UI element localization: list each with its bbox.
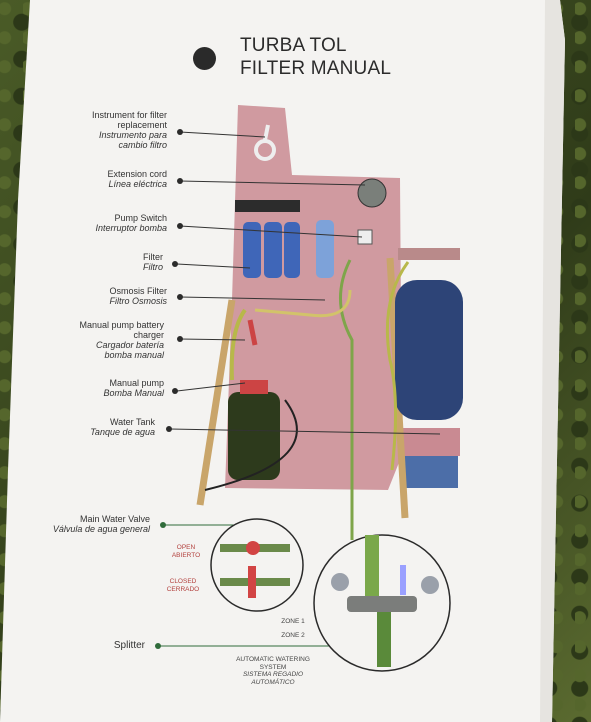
automatic-system-label: AUTOMATIC WATERING SYSTEM SISTEMA REGADI… <box>235 656 311 686</box>
valve-detail-circle <box>211 519 303 611</box>
valve-closed-en: CLOSED <box>162 578 204 586</box>
zone-1-label: ZONE 1 <box>276 618 310 626</box>
manual-title: TURBA TOL FILTER MANUAL <box>240 34 391 80</box>
label-switch-en: Pump Switch <box>114 213 167 223</box>
bullet-osmosis <box>177 294 183 300</box>
label-tank-es: Tanque de agua <box>70 427 155 437</box>
label-osmosis-en: Osmosis Filter <box>109 286 167 296</box>
valve-closed-handle <box>248 566 256 598</box>
automatic-es: SISTEMA REGADIO AUTOMÁTICO <box>235 671 311 686</box>
label-valve-en: Main Water Valve <box>80 514 150 524</box>
label-filter: Filter Filtro <box>80 252 163 272</box>
label-instrument: Instrument for filter replacement Instru… <box>80 110 167 150</box>
valve-open-handle <box>246 541 260 555</box>
label-charger-es: Cargador batería bomba manual <box>78 340 164 360</box>
label-main-valve: Main Water Valve Válvula de agua general <box>20 514 150 534</box>
label-valve-es: Válvula de agua general <box>20 524 150 534</box>
bullet-pump <box>172 388 178 394</box>
splitter-zone-pipe <box>400 565 406 595</box>
blue-box <box>400 456 458 488</box>
tank-base <box>400 428 460 456</box>
manual-pump <box>228 392 280 480</box>
title-line-2: FILTER MANUAL <box>240 57 391 80</box>
label-filter-en: Filter <box>143 252 163 262</box>
label-pump-es: Bomba Manual <box>80 388 164 398</box>
label-water-tank: Water Tank Tanque de agua <box>70 417 155 437</box>
label-osmosis-es: Filtro Osmosis <box>70 296 167 306</box>
label-pump-switch: Pump Switch Interruptor bomba <box>70 213 167 233</box>
label-manual-pump: Manual pump Bomba Manual <box>80 378 164 398</box>
label-switch-es: Interruptor bomba <box>70 223 167 233</box>
filter-2 <box>264 222 282 278</box>
filter-3 <box>284 222 300 278</box>
bullet-tank <box>166 426 172 432</box>
label-extension-es: Línea eléctrica <box>80 179 167 189</box>
bullet-filter <box>172 261 178 267</box>
splitter-zone2-cap <box>421 576 439 594</box>
label-instrument-es: Instrumento para cambio filtro <box>80 130 167 150</box>
valve-closed-es: CERRADO <box>162 586 204 594</box>
splitter-input-pipe <box>365 535 379 605</box>
label-extension-cord: Extension cord Línea eléctrica <box>80 169 167 189</box>
label-pump-en: Manual pump <box>109 378 164 388</box>
bullet-switch <box>177 223 183 229</box>
bullet-splitter <box>155 643 161 649</box>
valve-open-es: ABIERTO <box>168 552 204 560</box>
title-line-1: TURBA TOL <box>240 34 391 57</box>
extension-cord-socket <box>358 179 386 207</box>
splitter-body <box>347 596 417 612</box>
title-dot <box>193 47 216 70</box>
label-extension-en: Extension cord <box>107 169 167 179</box>
valve-open-en: OPEN <box>168 544 204 552</box>
label-tank-en: Water Tank <box>110 417 155 427</box>
filter-header <box>235 200 300 212</box>
bullet-charger <box>177 336 183 342</box>
shelf <box>398 248 460 260</box>
label-osmosis: Osmosis Filter Filtro Osmosis <box>70 286 167 306</box>
osmosis-filter <box>316 220 334 278</box>
zone-2-label: ZONE 2 <box>276 632 310 640</box>
bullet-instrument <box>177 129 183 135</box>
valve-closed-label: CLOSED CERRADO <box>162 578 204 593</box>
bullet-valve <box>160 522 166 528</box>
bullet-extension <box>177 178 183 184</box>
water-tank <box>395 280 463 420</box>
splitter-output-pipe <box>377 612 391 667</box>
label-instrument-en: Instrument for filter replacement <box>92 110 167 130</box>
valve-open-label: OPEN ABIERTO <box>168 544 204 559</box>
splitter-zone1-cap <box>331 573 349 591</box>
label-battery-charger: Manual pump battery charger Cargador bat… <box>78 320 164 360</box>
label-filter-es: Filtro <box>80 262 163 272</box>
label-splitter: Splitter <box>90 641 145 651</box>
pump-cap <box>240 380 268 394</box>
label-splitter-en: Splitter <box>114 640 145 651</box>
label-charger-en: Manual pump battery charger <box>79 320 164 340</box>
automatic-en: AUTOMATIC WATERING SYSTEM <box>235 656 311 671</box>
